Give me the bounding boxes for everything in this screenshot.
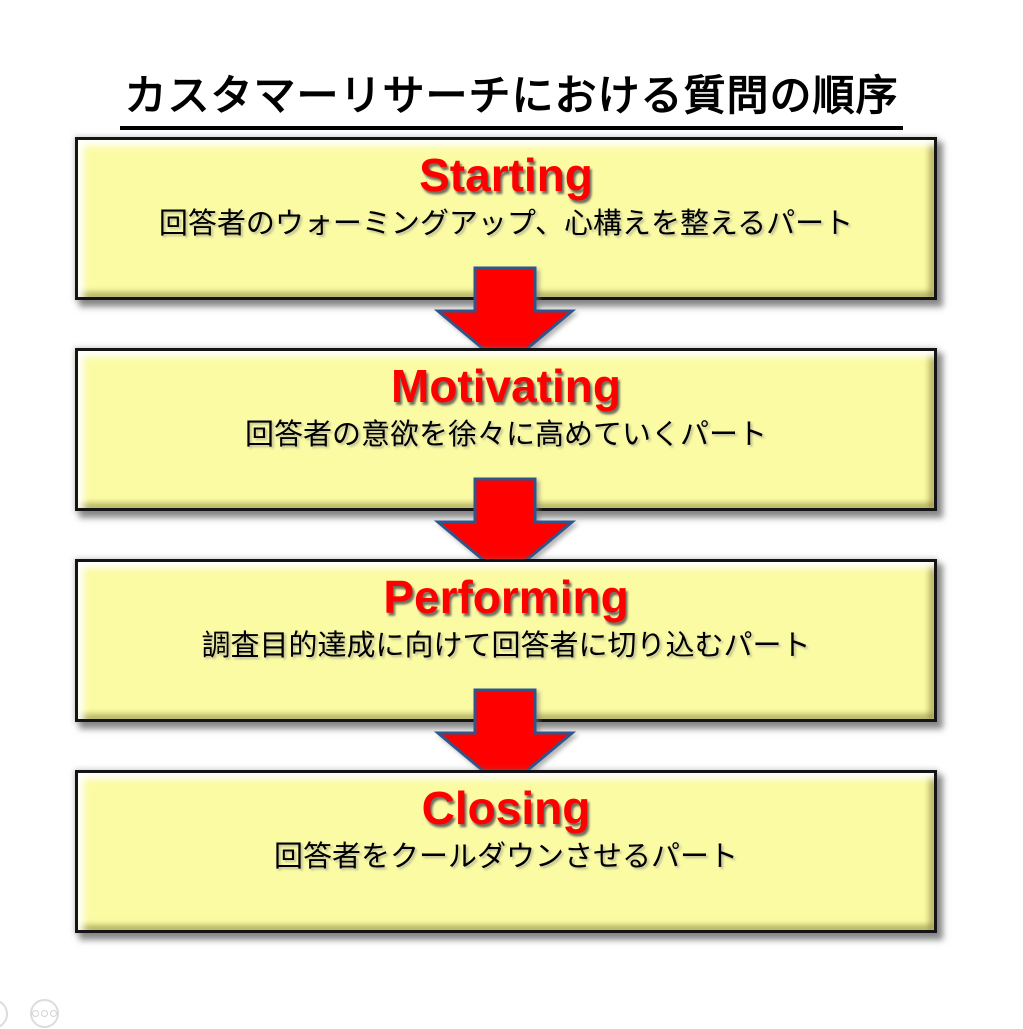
stage-title: Performing <box>383 571 629 623</box>
stage-title: Closing <box>421 782 591 834</box>
partial-circle-button[interactable] <box>0 999 8 1029</box>
down-arrow-icon <box>430 688 580 793</box>
page-title-text: カスタマーリサーチにおける質問の順序 <box>120 62 903 130</box>
stage-description: 回答者をクールダウンさせるパート <box>273 840 738 873</box>
ellipsis-dot-icon <box>32 1010 39 1017</box>
ellipsis-dot-icon <box>50 1010 57 1017</box>
stage-description: 回答者の意欲を徐々に高めていくパート <box>244 418 767 451</box>
page-title: カスタマーリサーチにおける質問の順序 <box>0 62 1023 130</box>
stage-title: Motivating <box>391 360 621 412</box>
stage-title: Starting <box>419 149 593 201</box>
stage-box-closing: Closing 回答者をクールダウンさせるパート <box>75 770 937 933</box>
stage-description: 調査目的達成に向けて回答者に切り込むパート <box>201 629 811 662</box>
down-arrow-icon <box>430 266 580 371</box>
ellipsis-dot-icon <box>41 1010 48 1017</box>
stage-description: 回答者のウォーミングアップ、心構えを整えるパート <box>158 207 854 240</box>
down-arrow-icon <box>430 477 580 582</box>
